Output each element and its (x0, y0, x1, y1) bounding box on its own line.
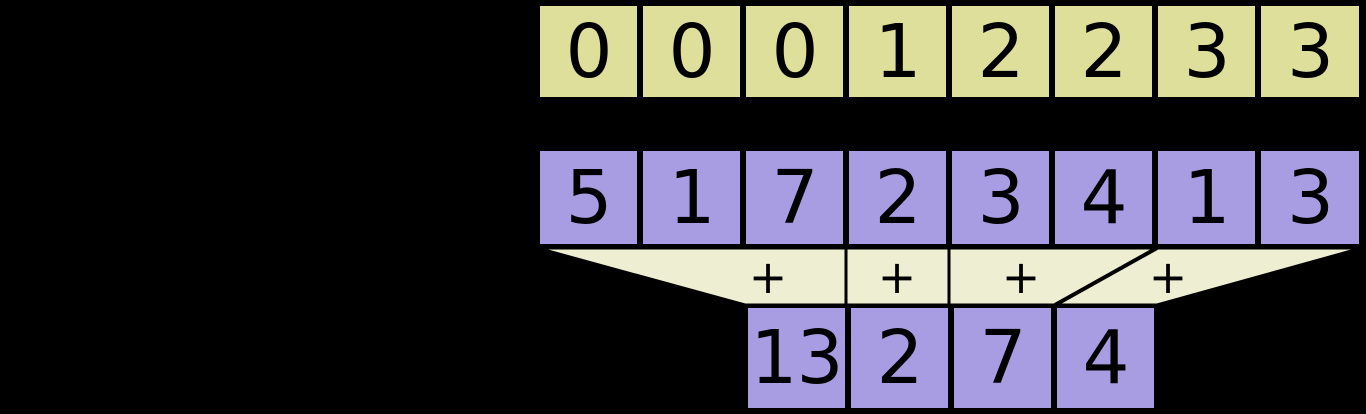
value-cell: 4 (1052, 148, 1155, 247)
segment-id-cell: 0 (537, 3, 640, 100)
segment-id-cell: 1 (846, 3, 949, 100)
output-cell: 2 (848, 305, 951, 411)
output-cell: 4 (1054, 305, 1157, 411)
value-cell: 3 (1258, 148, 1362, 247)
segment-id-cell: 3 (1155, 3, 1258, 100)
plus-operator: + (1148, 250, 1188, 304)
value-cell: 7 (743, 148, 846, 247)
value-cell: 1 (1155, 148, 1258, 247)
plus-operator: + (748, 250, 788, 304)
segment-id-cell: 3 (1258, 3, 1362, 100)
plus-operator: + (877, 250, 917, 304)
segment-id-cell: 0 (743, 3, 846, 100)
segment-id-cell: 0 (640, 3, 743, 100)
output-cell: 13 (745, 305, 848, 411)
value-cell: 5 (537, 148, 640, 247)
output-cell: 7 (951, 305, 1054, 411)
segment-id-cell: 2 (949, 3, 1052, 100)
funnel-divider-diagonal (1054, 246, 1158, 307)
value-cell: 2 (846, 148, 949, 247)
funnel-body (536, 246, 1363, 307)
value-cell: 3 (949, 148, 1052, 247)
segment-id-cell: 2 (1052, 3, 1155, 100)
value-cell: 1 (640, 148, 743, 247)
plus-operator: + (1001, 250, 1041, 304)
